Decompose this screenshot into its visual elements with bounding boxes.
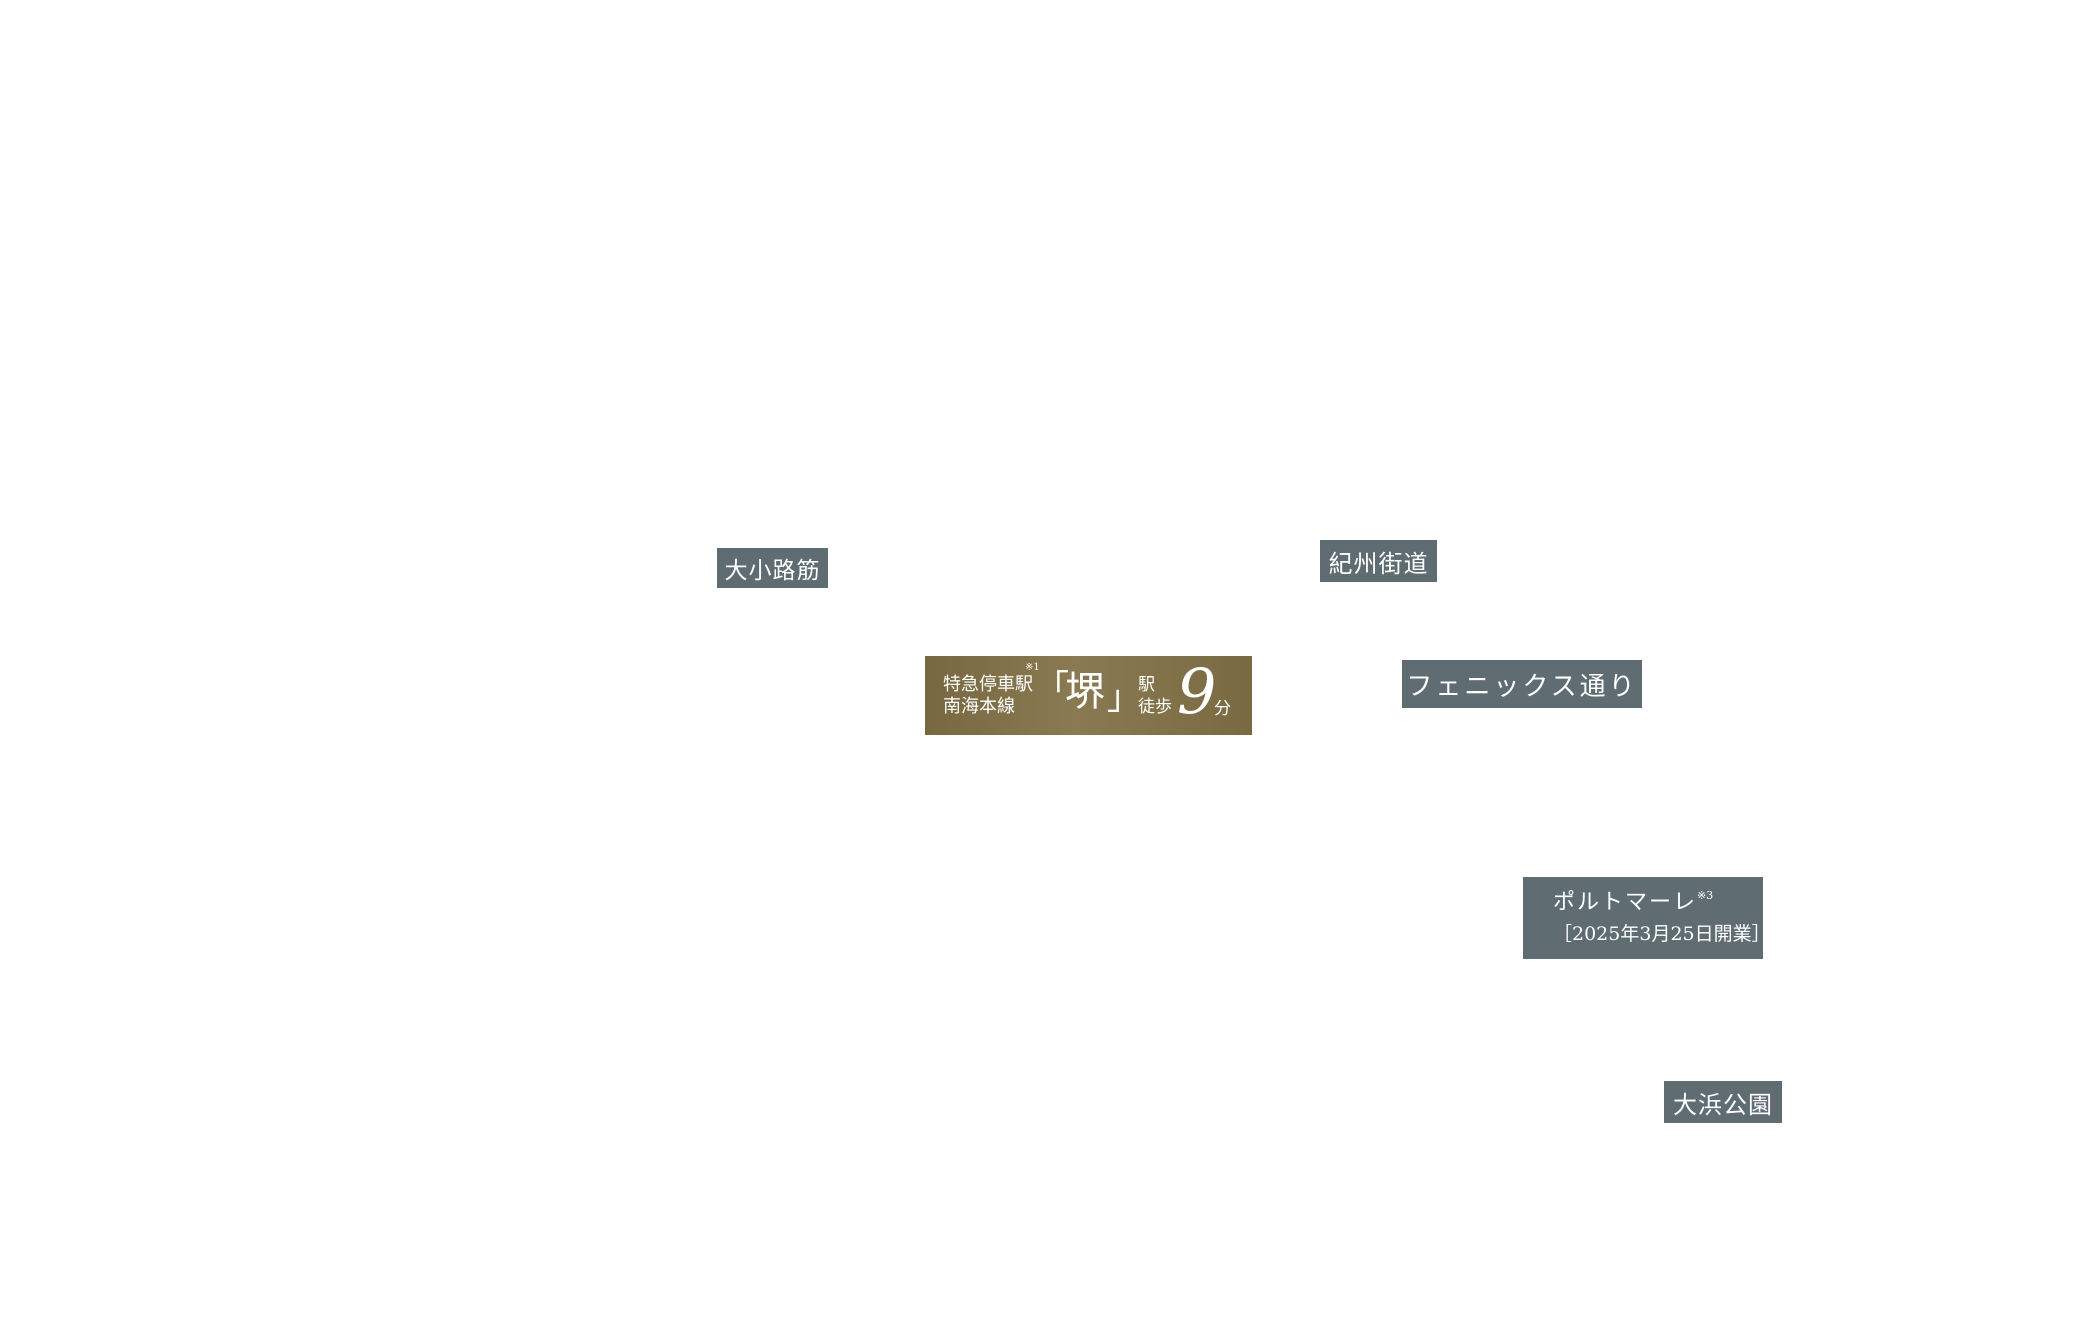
portomare-name-row: ポルトマーレ※3 (1553, 889, 1713, 920)
street-label-phoenix-dori: フェニックス通り (1402, 660, 1642, 708)
station-badge-eki: 駅 (1138, 675, 1155, 695)
place-label-ohama-park: 大浜公園 (1664, 1081, 1782, 1123)
station-badge-bracket-close: 」 (1107, 678, 1141, 718)
station-badge-minutes: 9 (1177, 655, 1217, 728)
station-badge-walk: 徒歩 (1138, 697, 1172, 717)
street-label-phoenix-dori-text: フェニックス通り (1406, 671, 1638, 702)
street-label-ookouji: 大小路筋 (717, 548, 828, 588)
street-label-ookouji-text: 大小路筋 (724, 558, 821, 584)
station-access-badge: 特急停車駅 南海本線 ※1 「 堺 」 駅 徒歩 9 分 (925, 656, 1252, 735)
station-badge-line-name: 南海本線 (943, 696, 1015, 717)
portomare-note-mark: ※3 (1697, 888, 1714, 902)
place-label-portomare: ポルトマーレ※3 ［2025年3月25日開業］ (1523, 877, 1771, 959)
street-label-kishu-kaido: 紀州街道 (1320, 540, 1437, 582)
street-label-kishu-kaido-text: 紀州街道 (1328, 549, 1429, 578)
station-badge-station-name: 堺 (1065, 669, 1105, 715)
portomare-name: ポルトマーレ (1553, 889, 1698, 915)
station-badge-bracket-open: 「 (1035, 668, 1069, 708)
station-badge-minutes-unit: 分 (1214, 699, 1231, 719)
station-badge-note-mark: ※1 (1025, 662, 1040, 673)
portomare-opening-date: ［2025年3月25日開業］ (1553, 922, 1771, 945)
station-badge-express-stop: 特急停車駅 (943, 674, 1033, 695)
place-label-ohama-park-text: 大浜公園 (1673, 1090, 1773, 1119)
